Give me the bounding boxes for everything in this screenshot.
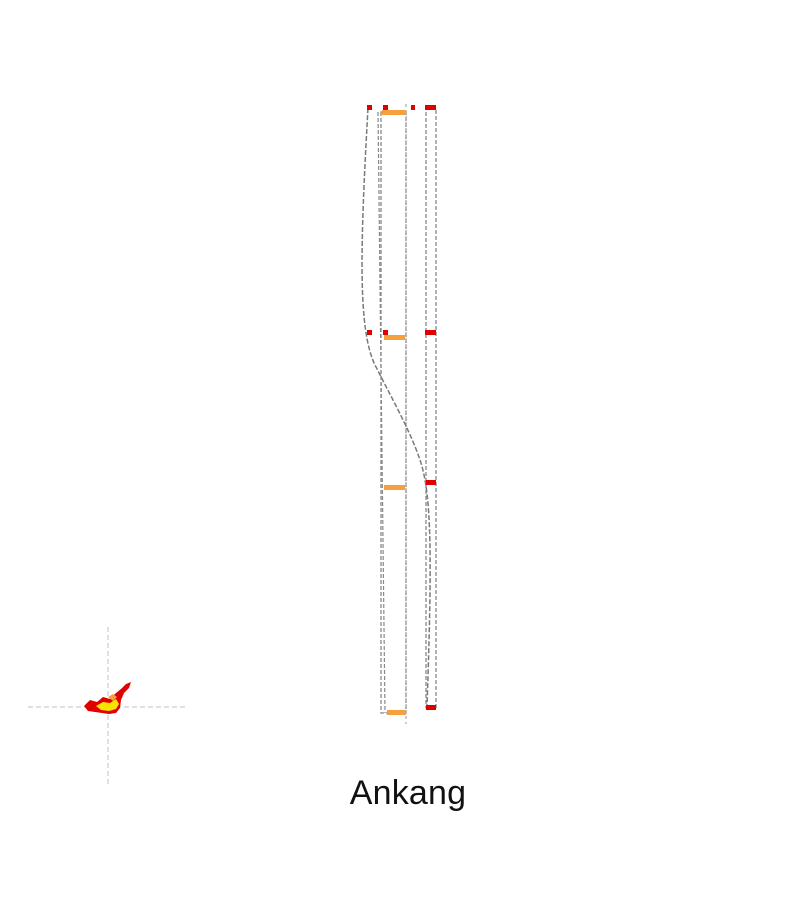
red-mark-upper-1 [367,330,372,335]
orange-mark-bottom [387,710,406,715]
location-shape-icon [84,682,131,714]
red-mark-top-1 [367,105,372,110]
red-mark-middle [426,480,436,485]
red-mark-top-2 [383,105,388,110]
orange-mark-top [382,110,406,115]
right-frame [425,107,437,709]
red-mark-top-3 [411,105,415,110]
left-frame-inner-line [377,111,386,714]
connector-curve [361,107,431,707]
orange-mark-middle [384,485,405,490]
red-mark-upper-2 [383,330,388,335]
right-frame-box [425,107,437,709]
red-mark-upper-3 [425,330,436,335]
left-frame-box [380,111,407,714]
red-mark-top-4 [425,105,436,110]
chart-title: Ankang [349,774,467,812]
red-mark-bottom [426,705,436,710]
left-frame [377,104,407,724]
red-marks [367,105,436,710]
orange-marks [382,110,406,715]
orange-mark-upper [384,335,405,340]
locator-inset [28,627,188,787]
